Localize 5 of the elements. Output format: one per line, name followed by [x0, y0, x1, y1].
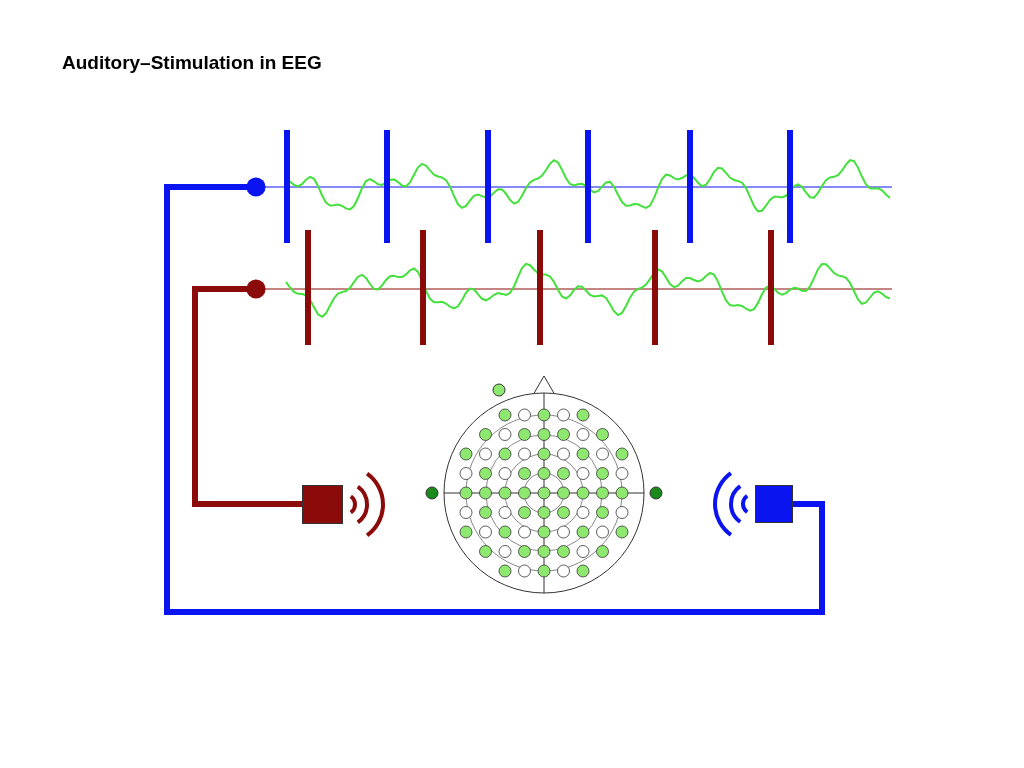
- speaker-box: [302, 485, 343, 524]
- wire: [164, 177, 825, 615]
- wire: [192, 279, 302, 507]
- speaker-box: [755, 485, 793, 523]
- title: Auditory–Stimulation in EEG: [62, 52, 322, 74]
